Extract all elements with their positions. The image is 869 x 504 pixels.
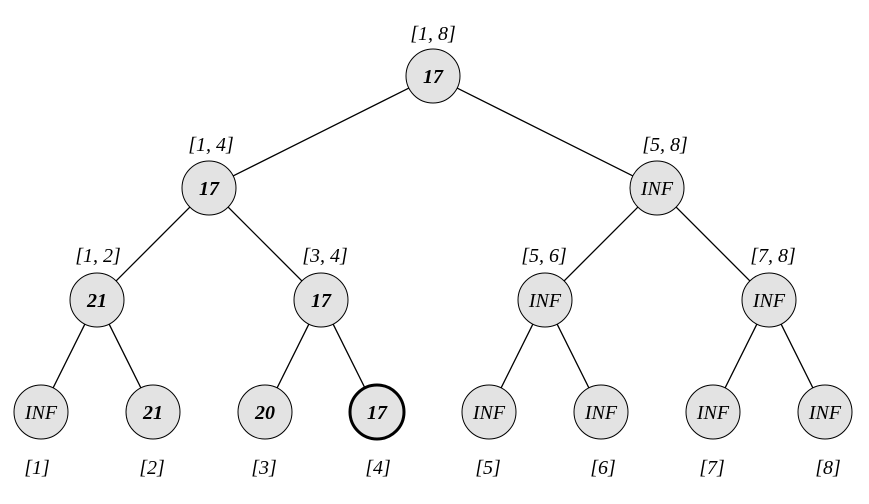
tree-node-n14: INF — [685, 384, 741, 440]
tree-node-n3: INF — [629, 160, 685, 216]
tree-node-n6: INF — [517, 272, 573, 328]
node-circle — [125, 384, 181, 440]
node-circle — [237, 384, 293, 440]
range-label-n14: [7] — [699, 457, 725, 479]
tree-node-n9: 21 — [125, 384, 181, 440]
node-value: 21 — [86, 290, 107, 312]
node-value: 21 — [142, 402, 163, 424]
range-label-n9: [2] — [139, 457, 165, 479]
range-label-n2: [1, 4] — [188, 134, 234, 156]
node-circle — [685, 384, 741, 440]
range-label-n13: [6] — [590, 457, 616, 479]
edge-n2-n5 — [227, 206, 303, 282]
range-label-n7: [7, 8] — [750, 245, 796, 267]
node-value: INF — [472, 402, 506, 424]
node-value: 20 — [254, 402, 275, 424]
node-circle — [517, 272, 573, 328]
range-label-n10: [3] — [251, 457, 277, 479]
tree-node-n5: 17 — [293, 272, 349, 328]
tree-node-n1: 17 — [405, 48, 461, 104]
range-label-n12: [5] — [475, 457, 501, 479]
tree-edges — [52, 87, 814, 389]
range-label-n15: [8] — [815, 457, 841, 479]
tree-node-n13: INF — [573, 384, 629, 440]
range-label-n5: [3, 4] — [302, 245, 348, 267]
edge-n4-n9 — [108, 323, 142, 389]
edge-n7-n15 — [780, 323, 814, 389]
range-label-n3: [5, 8] — [642, 134, 688, 156]
edge-n1-n3 — [456, 87, 634, 177]
range-label-n11: [4] — [365, 457, 391, 479]
tree-node-n10: 20 — [237, 384, 293, 440]
node-value: 17 — [423, 66, 444, 88]
node-value: INF — [584, 402, 618, 424]
range-labels: [1, 8] [1, 4] [5, 8] [1, 2] [3, 4] [5, 6] [7, … — [24, 23, 841, 479]
node-value: INF — [24, 402, 58, 424]
node-circle — [797, 384, 853, 440]
range-label-n4: [1, 2] — [75, 245, 121, 267]
tree-node-n12: INF — [461, 384, 517, 440]
node-circle — [461, 384, 517, 440]
edge-n3-n6 — [563, 206, 639, 282]
edge-n7-n14 — [724, 323, 758, 389]
node-value: INF — [696, 402, 730, 424]
node-circle — [405, 48, 461, 104]
edge-n3-n7 — [675, 206, 751, 282]
edge-n6-n12 — [500, 323, 534, 389]
node-circle — [13, 384, 69, 440]
tree-node-n15: INF — [797, 384, 853, 440]
tree-node-n4: 21 — [69, 272, 125, 328]
edge-n5-n11 — [332, 323, 366, 389]
tree-node-n8: INF — [13, 384, 69, 440]
node-value: 17 — [199, 178, 220, 200]
node-circle — [293, 272, 349, 328]
tree-node-n2: 17 — [181, 160, 237, 216]
node-value: INF — [808, 402, 842, 424]
node-value: INF — [528, 290, 562, 312]
node-circle — [629, 160, 685, 216]
highlighted-node-circle — [348, 383, 406, 441]
range-label-n6: [5, 6] — [521, 245, 567, 267]
tree-node-n11: 17 — [348, 383, 406, 441]
node-value: INF — [640, 178, 674, 200]
node-value: INF — [752, 290, 786, 312]
node-value: 17 — [367, 402, 388, 424]
range-label-n8: [1] — [24, 457, 50, 479]
node-circle — [573, 384, 629, 440]
node-circle — [741, 272, 797, 328]
range-label-n1: [1, 8] — [410, 23, 456, 45]
edge-n4-n8 — [52, 323, 86, 389]
tree-node-n7: INF — [741, 272, 797, 328]
edge-n6-n13 — [556, 323, 590, 389]
edge-n2-n4 — [115, 206, 191, 282]
edge-n5-n10 — [276, 323, 310, 389]
edge-n1-n2 — [232, 87, 410, 177]
node-value: 17 — [311, 290, 332, 312]
node-circle — [181, 160, 237, 216]
node-circle — [69, 272, 125, 328]
